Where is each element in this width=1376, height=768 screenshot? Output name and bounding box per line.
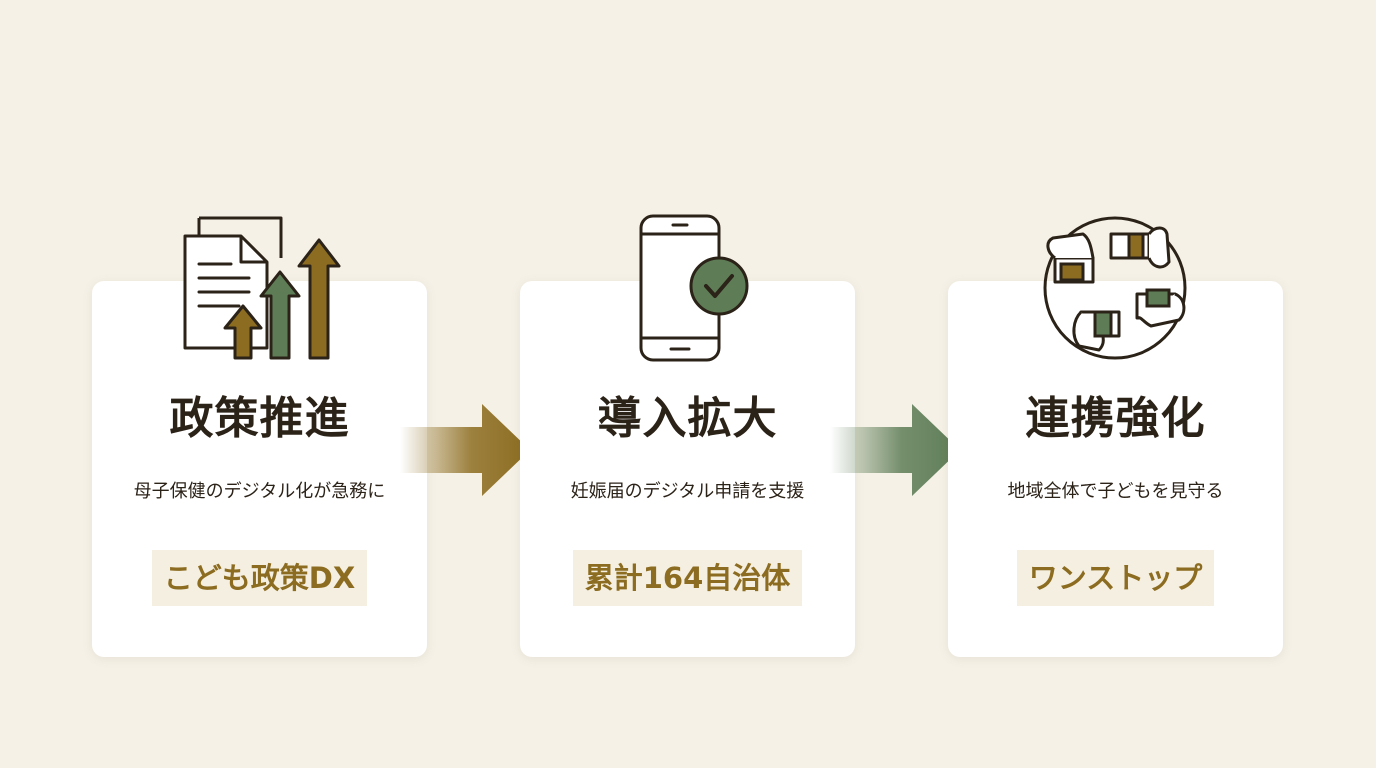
smartphone-check-icon	[605, 212, 770, 364]
step-badge-wrap: こども政策DX	[92, 550, 427, 606]
step-description: 地域全体で子どもを見守る	[1007, 481, 1224, 502]
step-badge: ワンストップ	[1016, 550, 1215, 606]
flow-arrow-gold	[400, 400, 530, 500]
joined-hands-circle-icon	[1033, 212, 1198, 364]
step-badge-wrap: 累計164自治体	[520, 550, 855, 606]
step-title: 連携強化	[1025, 393, 1206, 444]
step-badge: こども政策DX	[151, 550, 368, 606]
documents-growth-arrows-svg	[183, 216, 341, 360]
step-title: 導入拡大	[597, 393, 778, 444]
step-description: 母子保健のデジタル化が急務に	[133, 481, 386, 502]
step-description: 妊娠届のデジタル申請を支援	[570, 481, 805, 502]
flow-arrow-green-svg	[830, 404, 960, 496]
step-badge-wrap: ワンストップ	[948, 550, 1283, 606]
step-badge: 累計164自治体	[572, 550, 803, 606]
flow-arrow-gold-svg	[400, 404, 530, 496]
step-card-collaboration: 連携強化 地域全体で子どもを見守る ワンストップ	[948, 281, 1283, 657]
smartphone-check-svg	[639, 214, 749, 362]
flow-arrow-green	[830, 400, 960, 500]
step-title: 政策推進	[169, 393, 350, 444]
joined-hands-circle-svg	[1043, 216, 1187, 360]
documents-growth-arrows-icon	[177, 212, 342, 364]
